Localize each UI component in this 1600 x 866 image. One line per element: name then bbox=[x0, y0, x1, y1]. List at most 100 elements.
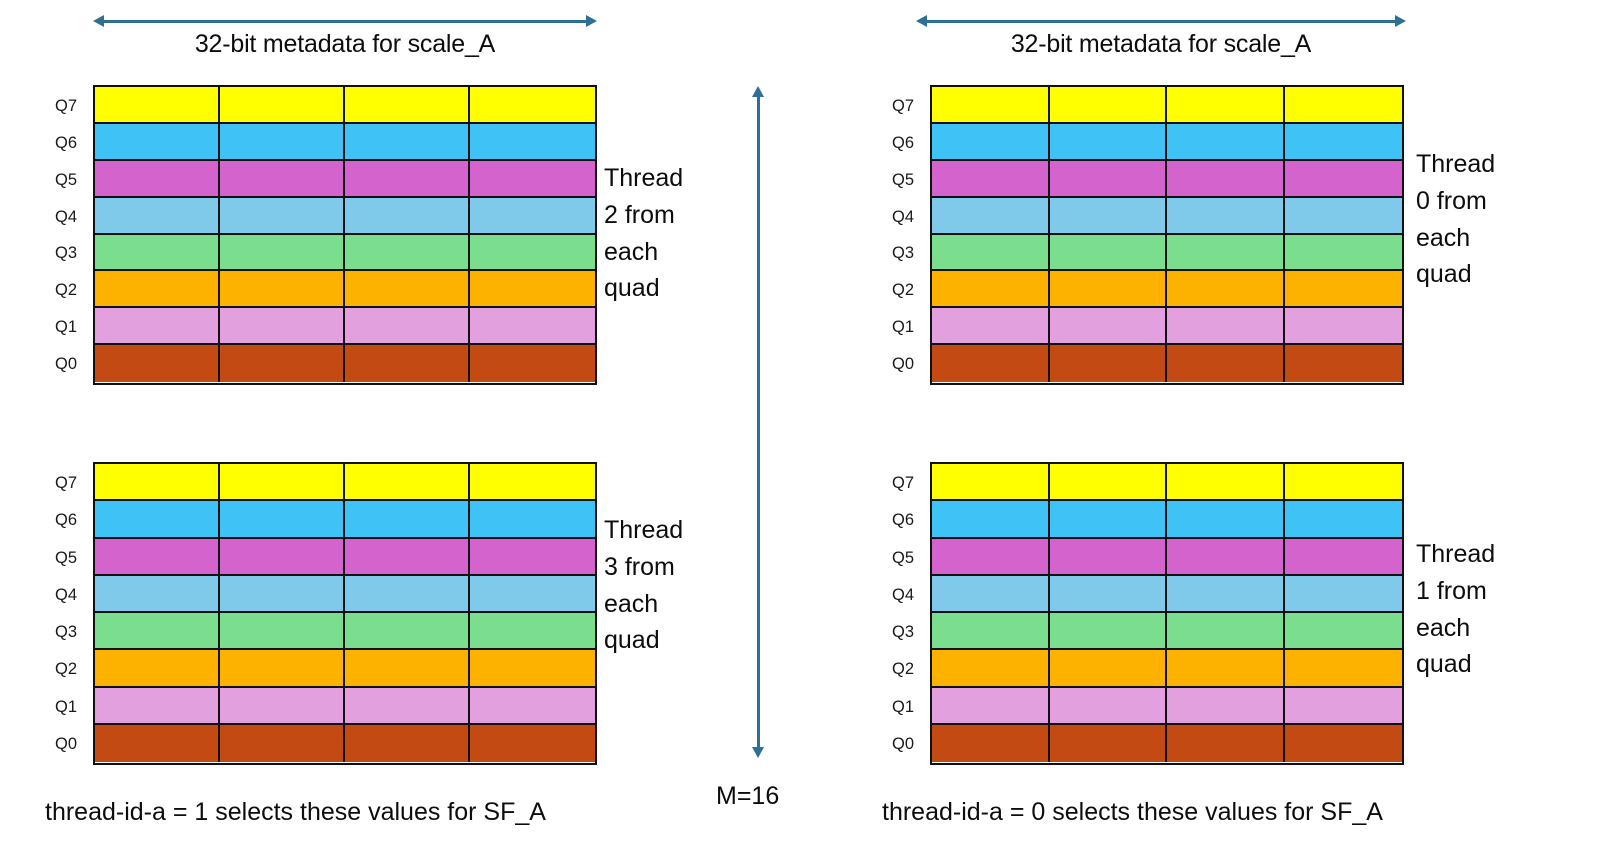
quad-cell bbox=[932, 575, 1050, 611]
quad-cell bbox=[1285, 308, 1403, 343]
quad-cell bbox=[1167, 724, 1285, 762]
quad-cell bbox=[1285, 576, 1403, 611]
quad-cell bbox=[95, 197, 220, 233]
quad-cell bbox=[932, 650, 1050, 686]
quad-cell bbox=[470, 308, 595, 343]
quad-cell bbox=[345, 650, 470, 686]
quad-cell bbox=[470, 613, 595, 648]
row-label-q1: Q1 bbox=[892, 318, 915, 337]
quad-cell bbox=[932, 613, 1050, 649]
quad-cell bbox=[95, 575, 220, 611]
right-metadata-span-arrow bbox=[916, 12, 1406, 30]
quad-cell bbox=[95, 345, 220, 382]
row-label-q1: Q1 bbox=[55, 318, 78, 337]
quad-cell bbox=[1050, 501, 1167, 537]
quad-cell bbox=[95, 538, 220, 574]
quad-row-q1 bbox=[95, 687, 595, 725]
quad-cell bbox=[1050, 687, 1167, 723]
thread-note-line: Thread bbox=[1416, 150, 1496, 178]
row-label-q0: Q0 bbox=[55, 355, 78, 374]
quad-cell bbox=[932, 197, 1050, 233]
quad-cell bbox=[470, 235, 595, 270]
quad-cell bbox=[1167, 575, 1285, 611]
quad-cell bbox=[1050, 87, 1167, 122]
quad-cell bbox=[1167, 160, 1285, 196]
quad-cell bbox=[345, 345, 470, 382]
quad-cell bbox=[220, 271, 345, 307]
quad-row-q4 bbox=[95, 197, 595, 235]
thread-note-line: Thread bbox=[1416, 540, 1496, 568]
row-label-q5: Q5 bbox=[55, 170, 78, 189]
quad-cell bbox=[470, 464, 595, 499]
quad-cell bbox=[95, 308, 220, 344]
quad-row-q1 bbox=[932, 687, 1402, 725]
quad-row-q2 bbox=[95, 271, 595, 309]
row-label-q7: Q7 bbox=[55, 96, 78, 115]
quad-cell bbox=[95, 123, 220, 159]
quad-cell bbox=[345, 501, 470, 537]
quad-cell bbox=[345, 197, 470, 233]
quad-cell bbox=[220, 613, 345, 649]
quad-row-q7 bbox=[932, 464, 1403, 502]
thread-note-line: each bbox=[1416, 223, 1471, 252]
quad-row-q4 bbox=[932, 197, 1402, 235]
row-label-q4: Q4 bbox=[55, 207, 78, 226]
quad-cell bbox=[220, 308, 345, 344]
left-metadata-span-arrow bbox=[93, 12, 597, 30]
quad-cell bbox=[1050, 197, 1167, 233]
quad-cell bbox=[470, 650, 595, 685]
quad-cell bbox=[470, 87, 595, 122]
quad-grid-cells-bottom-right bbox=[930, 462, 1404, 765]
quad-row-q6 bbox=[95, 123, 595, 161]
quad-row-q6 bbox=[95, 501, 595, 539]
quad-cell bbox=[95, 650, 220, 686]
row-label-q5: Q5 bbox=[892, 170, 915, 189]
quad-cell bbox=[1167, 345, 1285, 382]
thread-note-line: each bbox=[1416, 613, 1471, 642]
quad-cell bbox=[1285, 650, 1403, 685]
quad-cell bbox=[95, 234, 220, 270]
quad-row-q1 bbox=[932, 308, 1403, 346]
quad-row-q6 bbox=[932, 123, 1402, 161]
quad-cell bbox=[1050, 464, 1167, 500]
quad-cell bbox=[345, 308, 470, 344]
arrow-head-left-icon bbox=[916, 15, 927, 27]
quad-cell bbox=[220, 575, 345, 611]
quad-cell bbox=[1167, 613, 1285, 649]
quad-cell bbox=[220, 345, 345, 382]
row-label-q2: Q2 bbox=[55, 660, 78, 679]
quad-cell bbox=[220, 724, 345, 762]
arrow-shaft bbox=[102, 20, 588, 23]
quad-cell bbox=[345, 160, 470, 196]
quad-cell bbox=[220, 123, 345, 159]
quad-row-q0 bbox=[932, 724, 1402, 762]
thread-note-line: quad bbox=[604, 626, 660, 655]
quad-cell bbox=[932, 87, 1050, 122]
thread-note-line: 2 from bbox=[604, 200, 675, 229]
quad-cell bbox=[1285, 87, 1403, 122]
quad-cell bbox=[345, 613, 470, 649]
quad-row-q4 bbox=[932, 575, 1403, 613]
quad-cell bbox=[95, 464, 220, 500]
quad-cell bbox=[220, 234, 345, 270]
quad-cell bbox=[1050, 123, 1167, 159]
quad-cell bbox=[1050, 234, 1167, 270]
quad-cell bbox=[932, 308, 1050, 344]
quad-cell bbox=[1167, 687, 1285, 723]
thread-note-line: quad bbox=[604, 274, 660, 303]
quad-cell bbox=[932, 123, 1050, 159]
quad-row-q3 bbox=[932, 613, 1402, 651]
row-label-q7: Q7 bbox=[892, 96, 915, 115]
row-label-q7: Q7 bbox=[55, 474, 78, 493]
quad-cell bbox=[345, 271, 470, 307]
quad-cell bbox=[95, 501, 220, 537]
quad-cell bbox=[1285, 464, 1403, 499]
quad-cell bbox=[1285, 539, 1403, 574]
quad-cell bbox=[1050, 160, 1167, 196]
quad-cell bbox=[345, 87, 470, 122]
quad-row-q1 bbox=[95, 308, 595, 346]
quad-cell bbox=[1167, 501, 1285, 537]
thread-note-line: each bbox=[604, 237, 659, 266]
quad-cell bbox=[345, 724, 470, 762]
